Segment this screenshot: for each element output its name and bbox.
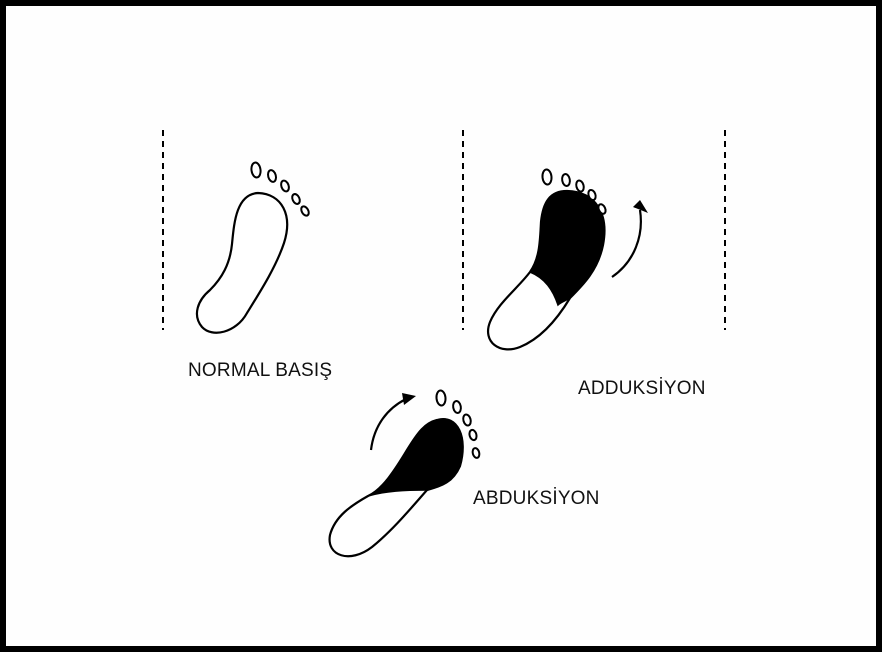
adduction-footprint xyxy=(488,169,648,349)
normal-foot-outline xyxy=(197,193,287,333)
label-abduction: ABDUKSİYON xyxy=(473,488,600,510)
normal-footprint xyxy=(197,162,310,333)
label-normal-stance: NORMAL BASIŞ xyxy=(188,360,332,382)
abduction-rotation-arrow xyxy=(371,393,416,450)
adduction-rotation-arrow xyxy=(612,200,648,277)
abduction-footprint xyxy=(330,390,481,556)
abduction-pressure-area xyxy=(368,419,463,496)
label-adduction: ADDUKSİYON xyxy=(578,378,706,400)
